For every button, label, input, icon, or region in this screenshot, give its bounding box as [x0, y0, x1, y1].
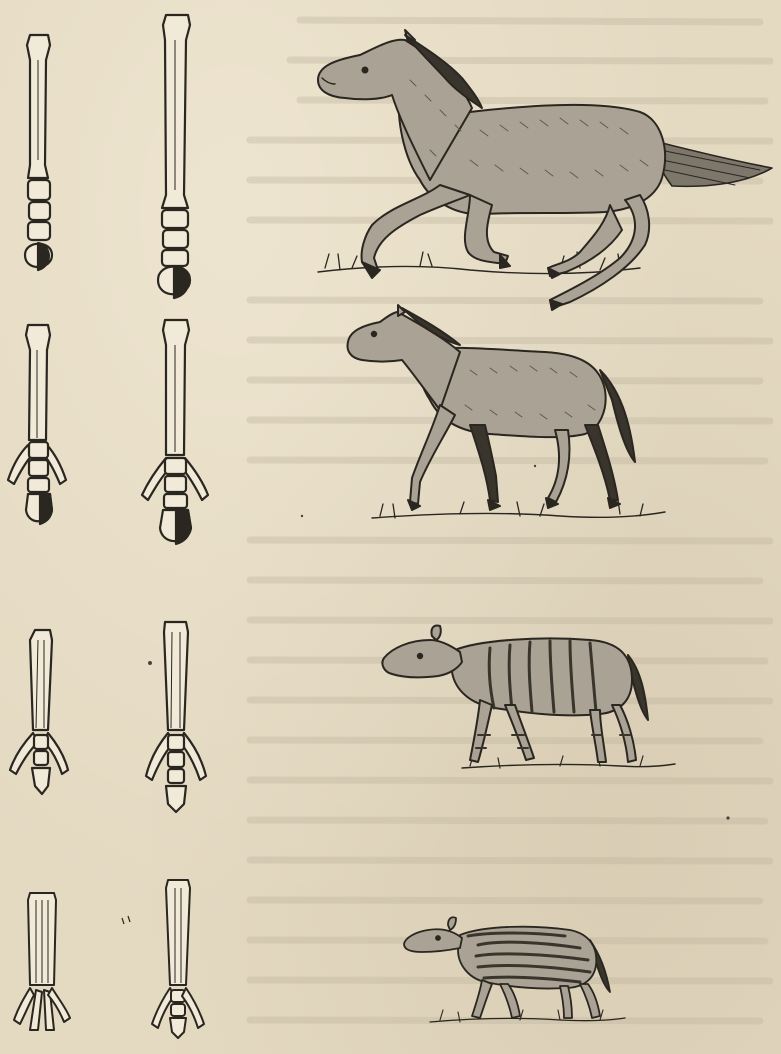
forefoot-bones-stage-4 — [14, 893, 70, 1030]
bone-row-3 — [10, 622, 206, 812]
forefoot-bones-stage-2 — [8, 325, 66, 524]
bone-row-2 — [8, 320, 208, 544]
bone-row-1 — [25, 15, 190, 298]
walking-horse — [348, 305, 665, 518]
modern-horse-galloping — [318, 30, 772, 310]
forefoot-bones-stage-3 — [10, 630, 68, 794]
forefoot-bones-stage-1 — [25, 35, 52, 270]
bone-row-4 — [14, 880, 204, 1038]
hindfoot-bones-stage-2 — [142, 320, 208, 544]
hindfoot-bones-stage-1 — [158, 15, 190, 298]
hindfoot-bones-stage-4 — [152, 880, 204, 1038]
hindfoot-bones-stage-3 — [146, 622, 206, 812]
small-striped-ancestor — [404, 917, 625, 1022]
tapir-like-horse — [382, 625, 675, 768]
